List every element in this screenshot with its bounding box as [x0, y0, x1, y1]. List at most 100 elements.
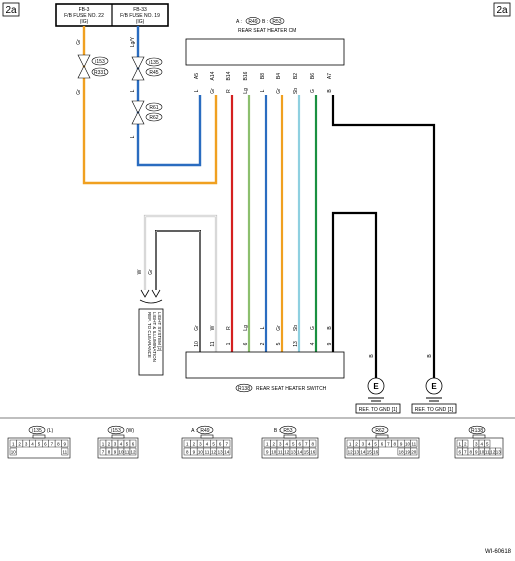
- cm-conn-a-prefix: A :: [236, 19, 242, 25]
- connector-pin-number: 6: [381, 441, 384, 446]
- switch-wire-color-label: B: [327, 326, 333, 330]
- connector-pin-number: 1: [458, 441, 461, 446]
- switch-label: REAR SEAT HEATER SWITCH: [256, 386, 327, 392]
- switch-conn: R138: [238, 386, 250, 392]
- ground-right-id: E: [431, 382, 437, 391]
- connector-pin-number: 13: [354, 449, 360, 454]
- left-wire-bottom-color: Gr: [76, 89, 82, 95]
- connector-pin-number: 10: [118, 449, 124, 454]
- connector-id: i153: [111, 428, 121, 434]
- cm-pin-label: A5: [194, 73, 200, 79]
- illum-ref-line-1: REF. TO CLEARANCE: [147, 312, 152, 358]
- connector-pin-number: 13: [291, 449, 297, 454]
- connector-pin-number: 10: [479, 449, 485, 454]
- wire-gray-illum-inner: [155, 230, 201, 352]
- cm-conn-b: R53: [272, 19, 281, 25]
- connector-pin-number: 8: [311, 441, 314, 446]
- connector-pin-number: 4: [206, 441, 209, 446]
- switch-pin-label: 1: [226, 342, 232, 345]
- connector-pin-number: 9: [475, 449, 478, 454]
- connector-pin-number: 5: [38, 441, 41, 446]
- illum-ref-line-3: LIGHT SYSTEM [2]: [157, 312, 162, 351]
- connector-pin-number: 7: [387, 441, 390, 446]
- right-wire-top-color: Lg/Y: [130, 36, 136, 47]
- connector-pin-number: 6: [219, 441, 222, 446]
- switch-pin-label: 11: [210, 341, 216, 346]
- connector-pin-number: 5: [374, 441, 377, 446]
- left-feed-annotations: Gr i153 R331 Gr: [76, 39, 109, 95]
- cm-conn-a: R49: [248, 19, 257, 25]
- switch-wire-color-label: Lg: [243, 325, 249, 331]
- cm-pin-label: B14: [226, 71, 232, 80]
- cm-pin-label: B16: [243, 71, 249, 80]
- cm-pin-label: B8: [260, 73, 266, 79]
- fuse-right-line3: (IG): [136, 19, 145, 25]
- wire-orange-feed: [82, 26, 218, 185]
- connector-pin-number: 9: [400, 441, 403, 446]
- connector-pin-number: 14: [360, 449, 366, 454]
- wire-white-illum-inner: [144, 215, 217, 352]
- connector-id: R62: [375, 428, 384, 434]
- connector-pin-number: 5: [292, 441, 295, 446]
- connector-pin-number: 12: [348, 449, 354, 454]
- fuse-right-line2: F/B FUSE NO. 19: [120, 13, 160, 19]
- cm-box: [185, 38, 345, 66]
- connector-pin-number: 5: [486, 441, 489, 446]
- connector-pin-number: 1: [12, 441, 15, 446]
- connector-pin-number: 15: [304, 449, 310, 454]
- connector-pin-number: 3: [362, 441, 365, 446]
- fuse-left-line1: FB-3: [79, 7, 90, 13]
- connector-pin-number: 13: [496, 449, 502, 454]
- connector-pin-number: 4: [368, 441, 371, 446]
- connector-pin-number: 7: [305, 441, 308, 446]
- fuse-box-group: FB-3 F/B FUSE NO. 22 (IG) FB-33 F/B FUSE…: [55, 3, 169, 27]
- connector-pin-number: 7: [51, 441, 54, 446]
- connector-pin-number: 2: [18, 441, 21, 446]
- connector-pin-number: 2: [355, 441, 358, 446]
- right-conn-4: R62: [149, 115, 158, 121]
- ground-left-ref: REF. TO GND [1]: [359, 407, 398, 413]
- connector-pin-number: 8: [186, 449, 189, 454]
- cm-pin-label: A7: [327, 73, 333, 79]
- cm-pin-label: B4: [276, 73, 282, 79]
- connector-pin-number: 2: [193, 441, 196, 446]
- switch-pin-label: 2: [260, 342, 266, 345]
- connector-pin-number: 1: [266, 441, 269, 446]
- connector-pin-number: 12: [284, 449, 290, 454]
- switch-wire-color-label: Gr: [276, 325, 282, 331]
- cm-wire-color-label: Gr: [210, 88, 216, 94]
- page-tag-right-label: 2a: [496, 5, 508, 16]
- connector-pin-number: 2: [272, 441, 275, 446]
- connector-pin-number: 10: [405, 441, 411, 446]
- ground-symbol: [367, 377, 385, 395]
- left-wire-top-color: Gr: [76, 39, 82, 45]
- connector-pin-number: 2: [108, 441, 111, 446]
- diagram-id: WI-60618: [485, 549, 512, 555]
- switch-wire-color-label: L: [260, 326, 266, 329]
- connector-pin-number: 12: [490, 449, 496, 454]
- connector-pin-number: 5: [126, 441, 129, 446]
- connector-prefix: B :: [274, 428, 280, 434]
- right-conn-2: R45: [149, 70, 158, 76]
- left-conn-top: i153: [95, 59, 105, 65]
- connector-pin-number: 7: [225, 441, 228, 446]
- connector-arrow-down: [77, 54, 91, 68]
- switch-pin-label: 13: [293, 341, 299, 347]
- connector-id: R49: [200, 428, 209, 434]
- connector-arrow-up: [77, 65, 91, 79]
- switch-pin-label: 5: [276, 342, 282, 345]
- switch-wire-color-label: Sb: [293, 325, 299, 331]
- ground-right-ref: REF. TO GND [1]: [415, 407, 454, 413]
- switch-pin-label: 4: [310, 342, 316, 345]
- illum-ref-line-2: LIGHT & ILLUMINATION: [152, 312, 157, 362]
- fuse-left-line2: F/B FUSE NO. 22: [64, 13, 104, 19]
- switch-pin-label: 9: [327, 342, 333, 345]
- connector-id: R53: [283, 428, 292, 434]
- switch-box: [185, 351, 345, 379]
